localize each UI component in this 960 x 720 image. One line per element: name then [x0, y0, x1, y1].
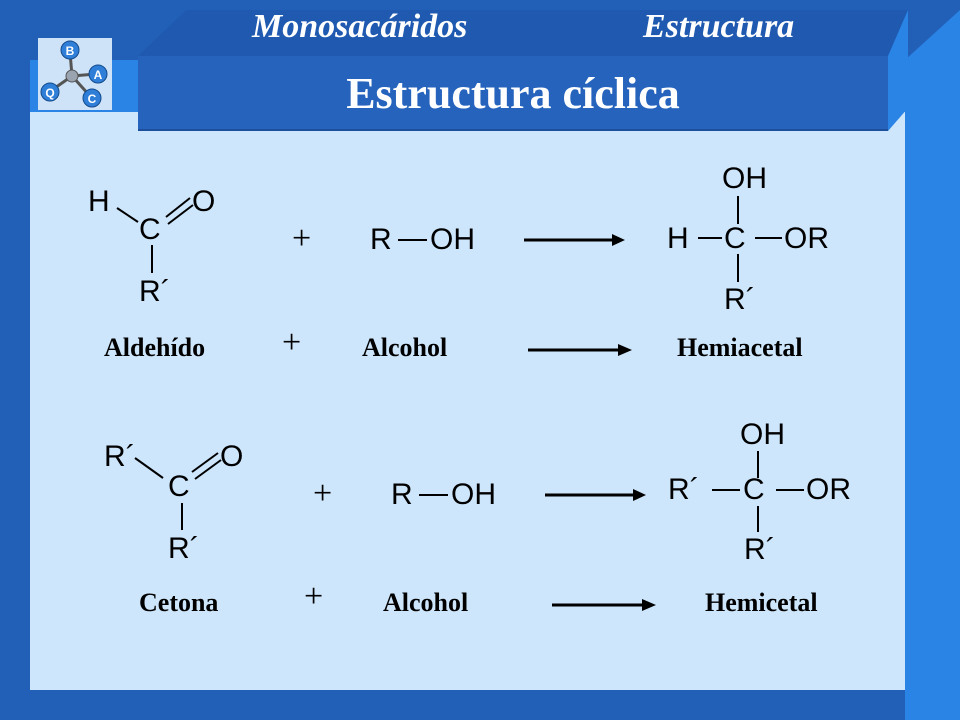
title-bar	[138, 56, 888, 131]
bond-h-c-1	[116, 207, 139, 223]
frame-bottom	[0, 690, 905, 720]
hemiacetal-h: H	[667, 222, 689, 255]
hemiacetal-r: R´	[724, 283, 756, 316]
hemiacetal-oh: OH	[722, 162, 767, 195]
hemicetal-or: OR	[806, 473, 851, 506]
topic-monosacaridos: Monosacáridos	[252, 8, 468, 45]
aldehyde-h: H	[88, 185, 110, 218]
hemicetal-c: C	[743, 473, 765, 506]
hemicetal-r1: R´	[668, 473, 700, 506]
label-aldehido: Aldehído	[104, 333, 206, 362]
alcohol-oh-1: OH	[430, 223, 475, 256]
title-bar-bevel	[138, 10, 908, 131]
alcohol-r-2: R	[391, 478, 413, 511]
alcohol-r-1: R	[370, 223, 392, 256]
label-plus-2: +	[304, 578, 324, 615]
arrowhead-1	[612, 234, 625, 246]
aldehyde-o: O	[192, 185, 216, 218]
arrowhead-label-2	[642, 599, 656, 611]
arrowhead-label-1	[618, 344, 632, 356]
frame-bevel	[905, 0, 960, 720]
logo-letter-q: Q	[45, 86, 54, 100]
label-plus-1: +	[282, 324, 302, 361]
bond-c-o-double-b-1	[167, 204, 194, 225]
label-alcohol-2: Alcohol	[383, 588, 469, 617]
ketone-r1: R´	[104, 440, 136, 473]
aldehyde-r: R´	[139, 275, 171, 308]
page-title: Estructura cíclica	[346, 69, 680, 118]
label-cetona: Cetona	[139, 588, 219, 617]
bond-r-c-2	[134, 457, 164, 479]
hemiacetal-c: C	[724, 222, 746, 255]
hemiacetal-or: OR	[784, 222, 829, 255]
label-hemicetal: Hemicetal	[705, 588, 818, 617]
ketone-o: O	[220, 440, 244, 473]
logo-letter-a: A	[94, 68, 103, 82]
hemicetal-oh: OH	[740, 418, 785, 451]
plus-1: +	[292, 220, 312, 257]
frame-left	[0, 0, 30, 720]
ketone-c: C	[168, 470, 190, 503]
bond-c-o-double-a-2	[191, 452, 219, 473]
logo-letter-b: B	[66, 44, 75, 58]
topic-estructura: Estructura	[643, 8, 795, 45]
bond-c-o-double-a-1	[165, 197, 191, 218]
logo: B A C Q	[38, 38, 112, 110]
bond-c-o-double-b-2	[194, 459, 222, 480]
alcohol-oh-2: OH	[451, 478, 496, 511]
hemicetal-r2: R´	[744, 533, 776, 566]
plus-2: +	[313, 475, 333, 512]
label-hemiacetal: Hemiacetal	[677, 333, 803, 362]
ketone-r2: R´	[168, 532, 200, 565]
arrowhead-2	[633, 489, 646, 501]
label-alcohol-1: Alcohol	[362, 333, 448, 362]
molecule-logo-icon: B A C Q	[40, 40, 108, 108]
aldehyde-c: C	[139, 213, 161, 246]
logo-letter-c: C	[88, 92, 97, 106]
